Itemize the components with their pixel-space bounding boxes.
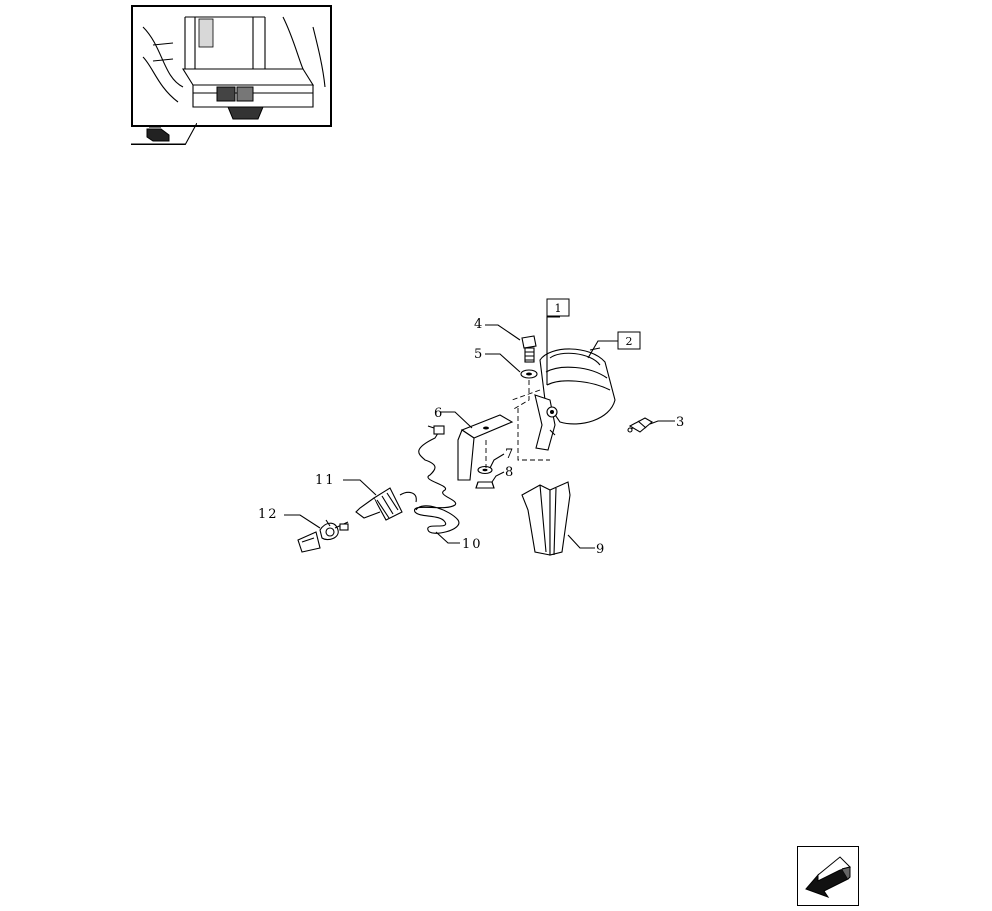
part-socket	[297, 519, 349, 553]
callout-labels: 1 2 3 4 5 6 7 8 9 10 11 12	[258, 298, 686, 557]
leader-lines	[284, 316, 675, 549]
callout-8: 8	[505, 465, 515, 480]
part-angle-bracket	[457, 414, 514, 481]
callout-9: 9	[596, 542, 606, 557]
page-back-icon	[131, 122, 198, 146]
callout-2: 2	[626, 335, 633, 348]
inset-locator-view	[131, 5, 332, 127]
inset-tractor-step-illustration	[142, 16, 326, 120]
callout-6: 6	[434, 406, 444, 421]
callout-4: 4	[474, 317, 484, 332]
callout-1: 1	[555, 302, 562, 315]
exploded-parts-diagram: 1 2 3 4 5 6 7 8 9 10 11 12	[250, 290, 700, 570]
callout-3: 3	[676, 415, 686, 430]
part-lamp-housing	[534, 347, 616, 451]
part-washer-nut	[475, 465, 495, 489]
callout-5: 5	[474, 347, 484, 362]
next-page-button[interactable]	[797, 846, 859, 906]
part-washer	[520, 369, 538, 379]
callout-box-2	[617, 331, 641, 350]
arrow-next-page-icon	[805, 856, 851, 898]
callout-10: 10	[462, 537, 483, 552]
assembly-guide-lines	[485, 380, 550, 468]
inset-view-tab	[131, 122, 198, 146]
callout-12: 12	[258, 507, 279, 522]
part-coiled-cable	[414, 425, 460, 534]
part-plug	[355, 487, 417, 521]
part-bolt	[521, 335, 537, 363]
callout-box-1	[546, 298, 570, 317]
callout-11: 11	[315, 473, 336, 488]
part-support-bracket	[521, 481, 571, 556]
callout-7: 7	[505, 447, 515, 462]
part-bulb	[627, 417, 653, 433]
